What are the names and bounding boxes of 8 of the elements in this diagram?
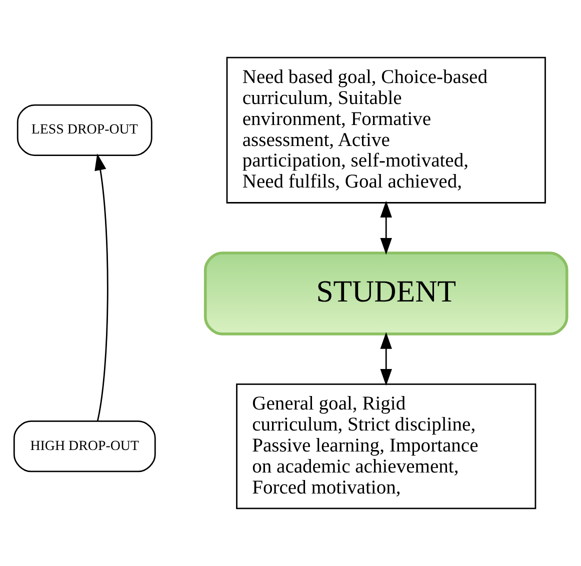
arrow: [380, 332, 392, 386]
node-box: General goal, Rigid curriculum, Strict discipline, Passive learning, Importance on academic achievement, Forced motivation,: [236, 384, 536, 510]
arrow: [94, 154, 108, 421]
node-box: LESS DROP-OUT: [16, 104, 152, 156]
node-box: Need based goal, Choice-based curriculum, Suitable environment, Formative assessment, Active participation, self-motivated, Need fulfils, Goal achieved,: [226, 56, 546, 204]
arrow: [380, 200, 392, 255]
node-box: STUDENT: [204, 252, 568, 336]
node-box: HIGH DROP-OUT: [13, 420, 156, 472]
